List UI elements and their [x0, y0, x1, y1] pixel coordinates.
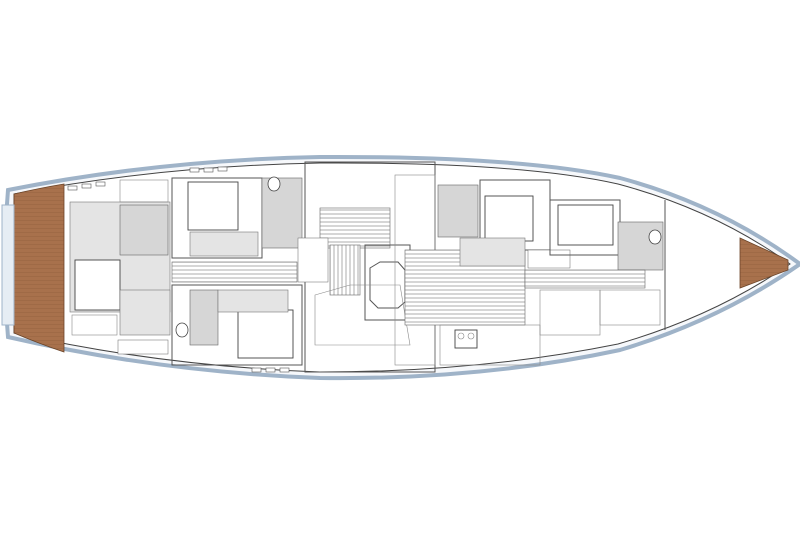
- aft-corridor: [171, 261, 298, 283]
- saloon: [297, 161, 436, 373]
- bow-teak-deck: [739, 237, 789, 289]
- stern-teak-deck: [13, 183, 65, 353]
- guest-cabin-starboard: [171, 284, 303, 366]
- aft-hanging-locker: [117, 339, 169, 355]
- forward-cabin-starboard: [539, 199, 664, 336]
- forward-corridor: [524, 269, 646, 289]
- guest-cabin-port: [171, 176, 303, 259]
- forward-cabin-port: [459, 179, 571, 269]
- aft-cabin: [69, 179, 171, 355]
- portholes: [67, 166, 290, 373]
- swim-platform: [1, 204, 15, 326]
